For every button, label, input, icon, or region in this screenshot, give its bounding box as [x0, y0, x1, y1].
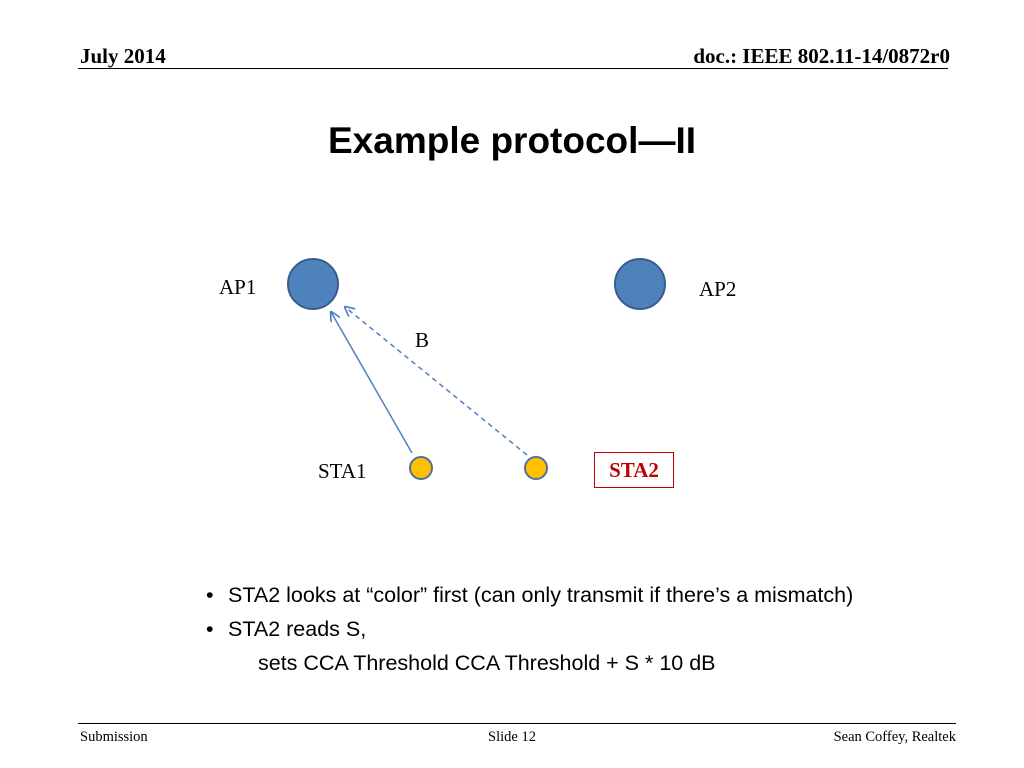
footer-divider: [78, 723, 956, 724]
ap2-label: AP2: [699, 277, 737, 301]
footer-author: Sean Coffey, Realtek: [833, 729, 956, 745]
footer-submission: Submission: [80, 729, 148, 745]
sta2-node: [524, 456, 548, 480]
bullet-item: • STA2 looks at “color” first (can only …: [206, 578, 853, 612]
sta1-label: STA1: [318, 459, 367, 483]
bullet-dot-icon: •: [206, 583, 214, 607]
sta1-to-ap1-link: [331, 312, 413, 454]
header-divider: [78, 68, 948, 69]
bullet-text: STA2 looks at “color” first (can only tr…: [228, 583, 854, 607]
bullet-item: • STA2 reads S,: [206, 612, 853, 646]
bullet-dot-icon: •: [206, 617, 214, 641]
ap1-label: AP1: [219, 275, 257, 299]
sta2-label-highlight: STA2: [594, 452, 674, 488]
ap2-node: [614, 258, 666, 310]
bullet-list: • STA2 looks at “color” first (can only …: [206, 578, 853, 680]
sta2-to-ap1-dashed-link: [345, 307, 528, 456]
ap1-node: [287, 258, 339, 310]
footer-slide-number: Slide 12: [488, 729, 536, 745]
slide-title: Example protocol—II: [327, 120, 696, 161]
bullet-continuation: sets CCA Threshold CCA Threshold + S * 1…: [258, 651, 716, 675]
header-doc-id: doc.: IEEE 802.11-14/0872r0: [693, 44, 950, 68]
sta1-node: [409, 456, 433, 480]
bullet-text: STA2 reads S,: [228, 617, 367, 641]
link-b-label: B: [415, 328, 430, 352]
header-date: July 2014: [80, 44, 166, 68]
